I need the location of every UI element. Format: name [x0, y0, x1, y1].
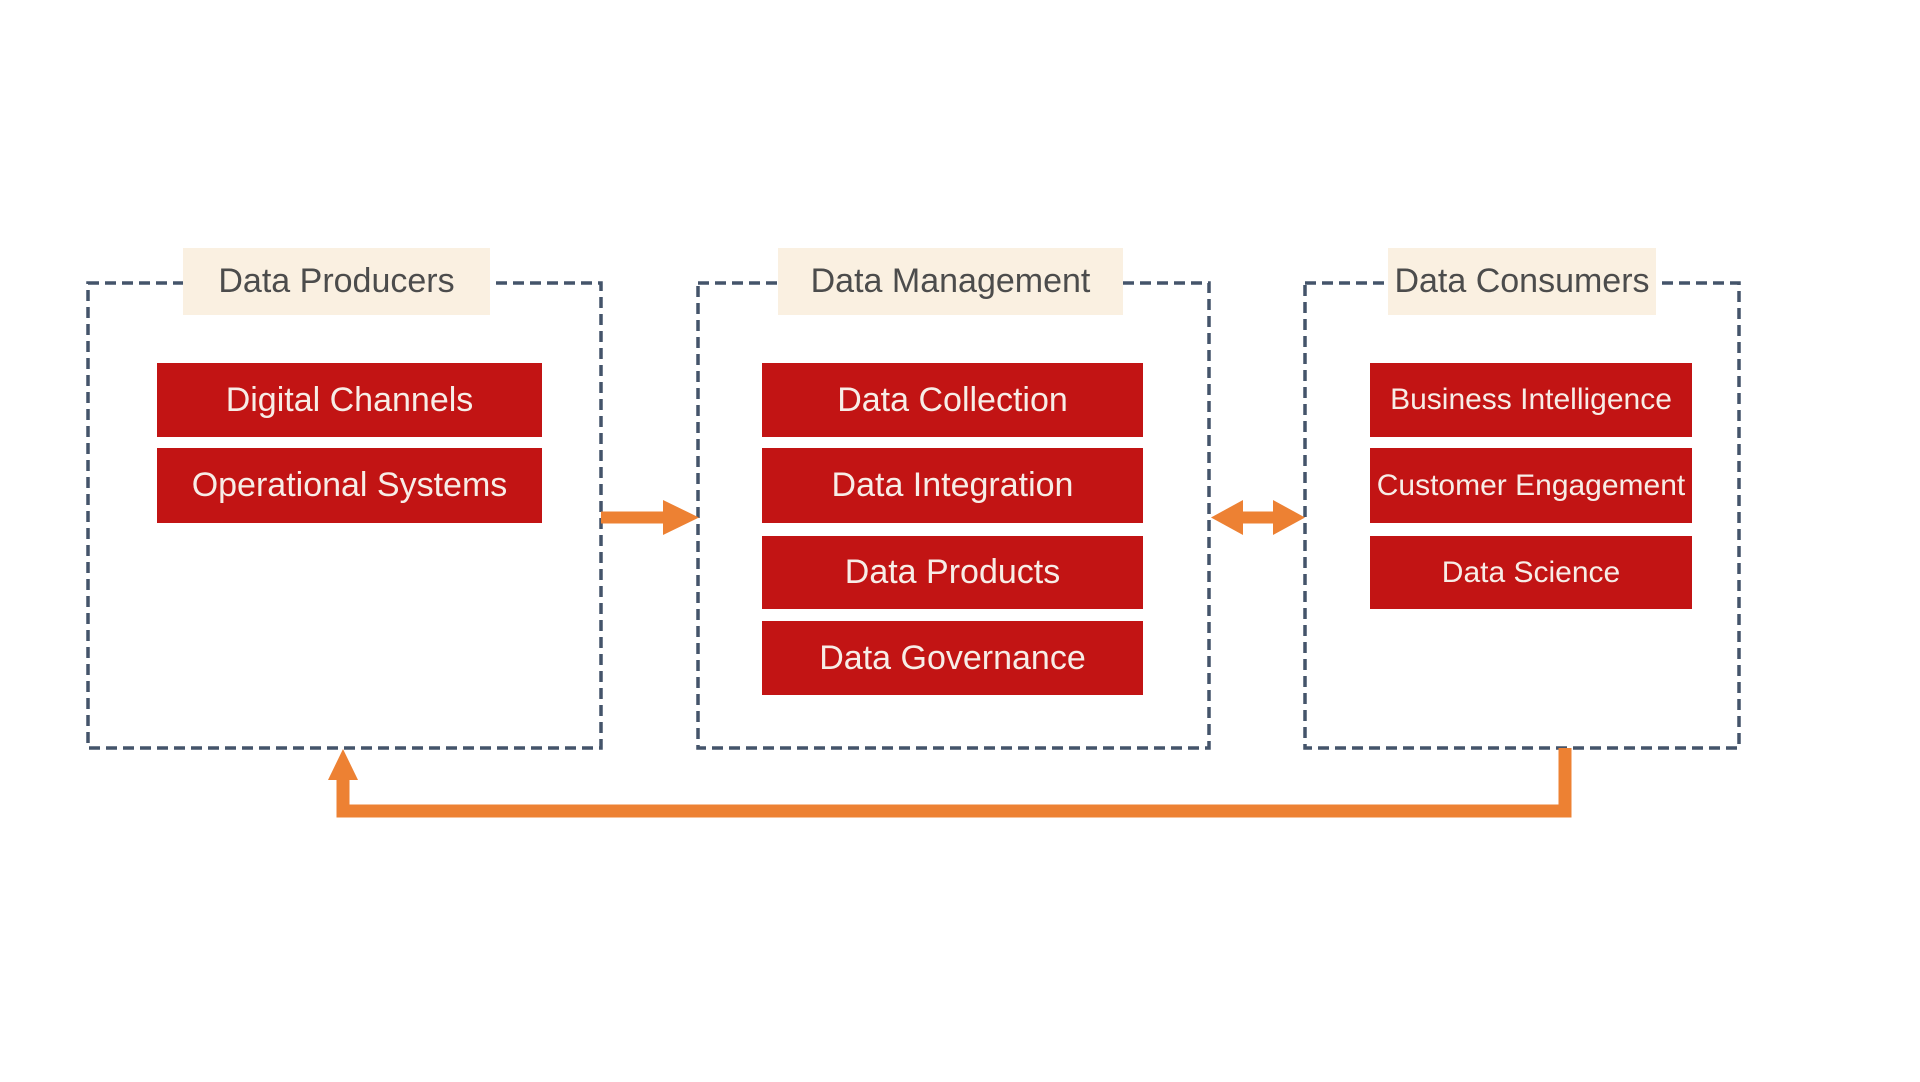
item-data-science: Data Science — [1370, 536, 1692, 609]
arrow-feedback-consumers-to-producers-icon — [328, 748, 1572, 818]
item-data-products: Data Products — [762, 536, 1143, 609]
item-data-governance: Data Governance — [762, 621, 1143, 695]
group-box-data-consumers — [1303, 281, 1741, 750]
item-business-intelligence: Business Intelligence — [1370, 363, 1692, 437]
group-label-data-consumers: Data Consumers — [1388, 248, 1656, 315]
item-operational-systems: Operational Systems — [157, 448, 542, 523]
arrow-producers-to-management-icon — [601, 500, 699, 535]
item-digital-channels: Digital Channels — [157, 363, 542, 437]
group-label-data-management: Data Management — [778, 248, 1123, 315]
arrow-management-consumers-bidirectional-icon — [1211, 500, 1305, 535]
group-label-data-producers: Data Producers — [183, 248, 490, 315]
item-customer-engagement: Customer Engagement — [1370, 448, 1692, 523]
item-data-integration: Data Integration — [762, 448, 1143, 523]
item-data-collection: Data Collection — [762, 363, 1143, 437]
